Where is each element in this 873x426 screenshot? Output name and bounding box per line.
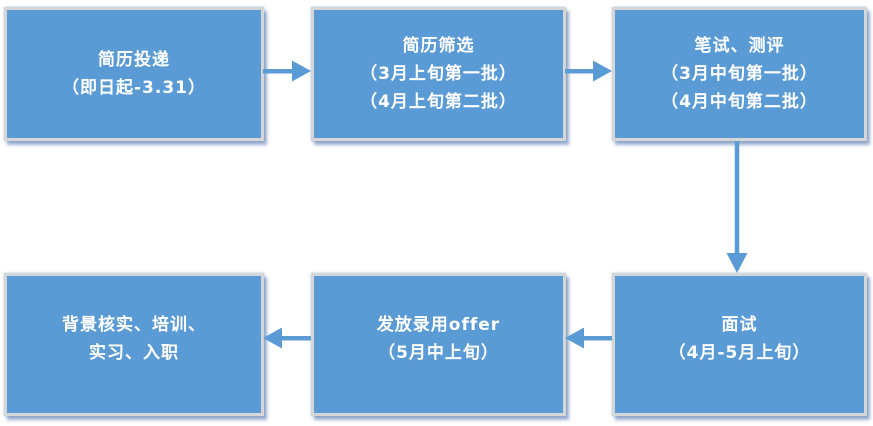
step-detail: （4月-5月上旬） [668, 342, 811, 363]
flow-step-written-test: 笔试、测评 （3月中旬第一批） （4月中旬第二批） [612, 7, 867, 141]
step-title: 简历投递 [98, 50, 170, 70]
flow-step-onboarding: 背景核实、培训、 实习、入职 [4, 273, 264, 416]
flow-step-interview: 面试 （4月-5月上旬） [612, 273, 867, 416]
step-detail: （4月上旬第二批） [360, 92, 517, 112]
arrow-left-icon [565, 326, 612, 350]
step-detail: 实习、入职 [89, 342, 179, 363]
step-detail: （4月中旬第二批） [661, 92, 818, 112]
arrow-right-icon [263, 59, 311, 83]
step-title: 面试 [721, 314, 758, 335]
flow-step-resume-screening: 简历筛选 （3月上旬第一批） （4月上旬第二批） [311, 7, 566, 141]
step-detail: （3月上旬第一批） [360, 64, 517, 84]
flow-step-offer: 发放录用offer （5月中上旬） [311, 273, 566, 416]
arrow-left-icon [263, 326, 311, 350]
flow-step-resume-submission: 简历投递 （即日起-3.31） [4, 7, 264, 141]
step-detail: （3月中旬第一批） [661, 64, 818, 84]
step-title: 简历筛选 [402, 36, 475, 56]
step-title: 发放录用offer [376, 314, 501, 335]
step-title: 背景核实、培训、 [62, 314, 206, 335]
arrow-right-icon [565, 59, 612, 83]
step-detail: （5月中上旬） [378, 342, 499, 363]
step-title: 笔试、测评 [694, 36, 785, 56]
arrow-down-icon [725, 141, 749, 273]
step-detail: （即日起-3.31） [62, 78, 206, 98]
